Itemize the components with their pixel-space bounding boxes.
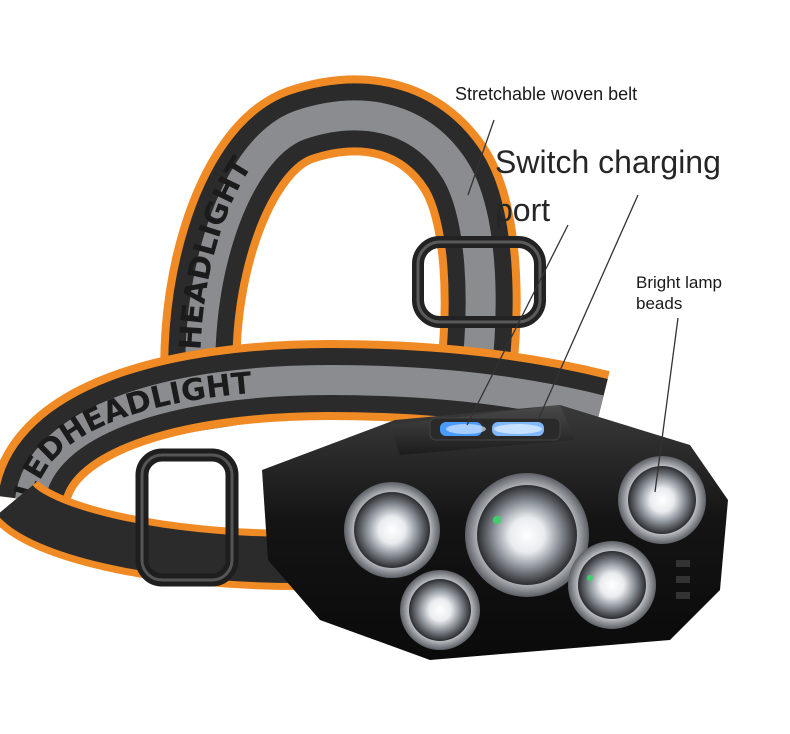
- label-stretchable-belt: Stretchable woven belt: [455, 84, 638, 104]
- head-strap: LEDHEADLIGHT: [0, 339, 610, 590]
- buckle-icon: [135, 448, 239, 587]
- led-lens-icon: [568, 541, 656, 629]
- annotation-leaders: [466, 119, 679, 493]
- label-bright-lamp-beads: Bright lamp beads: [636, 273, 722, 313]
- top-strap: LEDHEADLIGHT: [160, 75, 521, 437]
- label-switch-charging-port: Switch charging port: [495, 144, 721, 228]
- led-lens-icon: [400, 570, 480, 650]
- led-lens-icon: [344, 482, 440, 578]
- buckle-icon: [412, 236, 546, 328]
- led-lens-icon: [465, 473, 589, 597]
- led-lens-icon: [618, 456, 706, 544]
